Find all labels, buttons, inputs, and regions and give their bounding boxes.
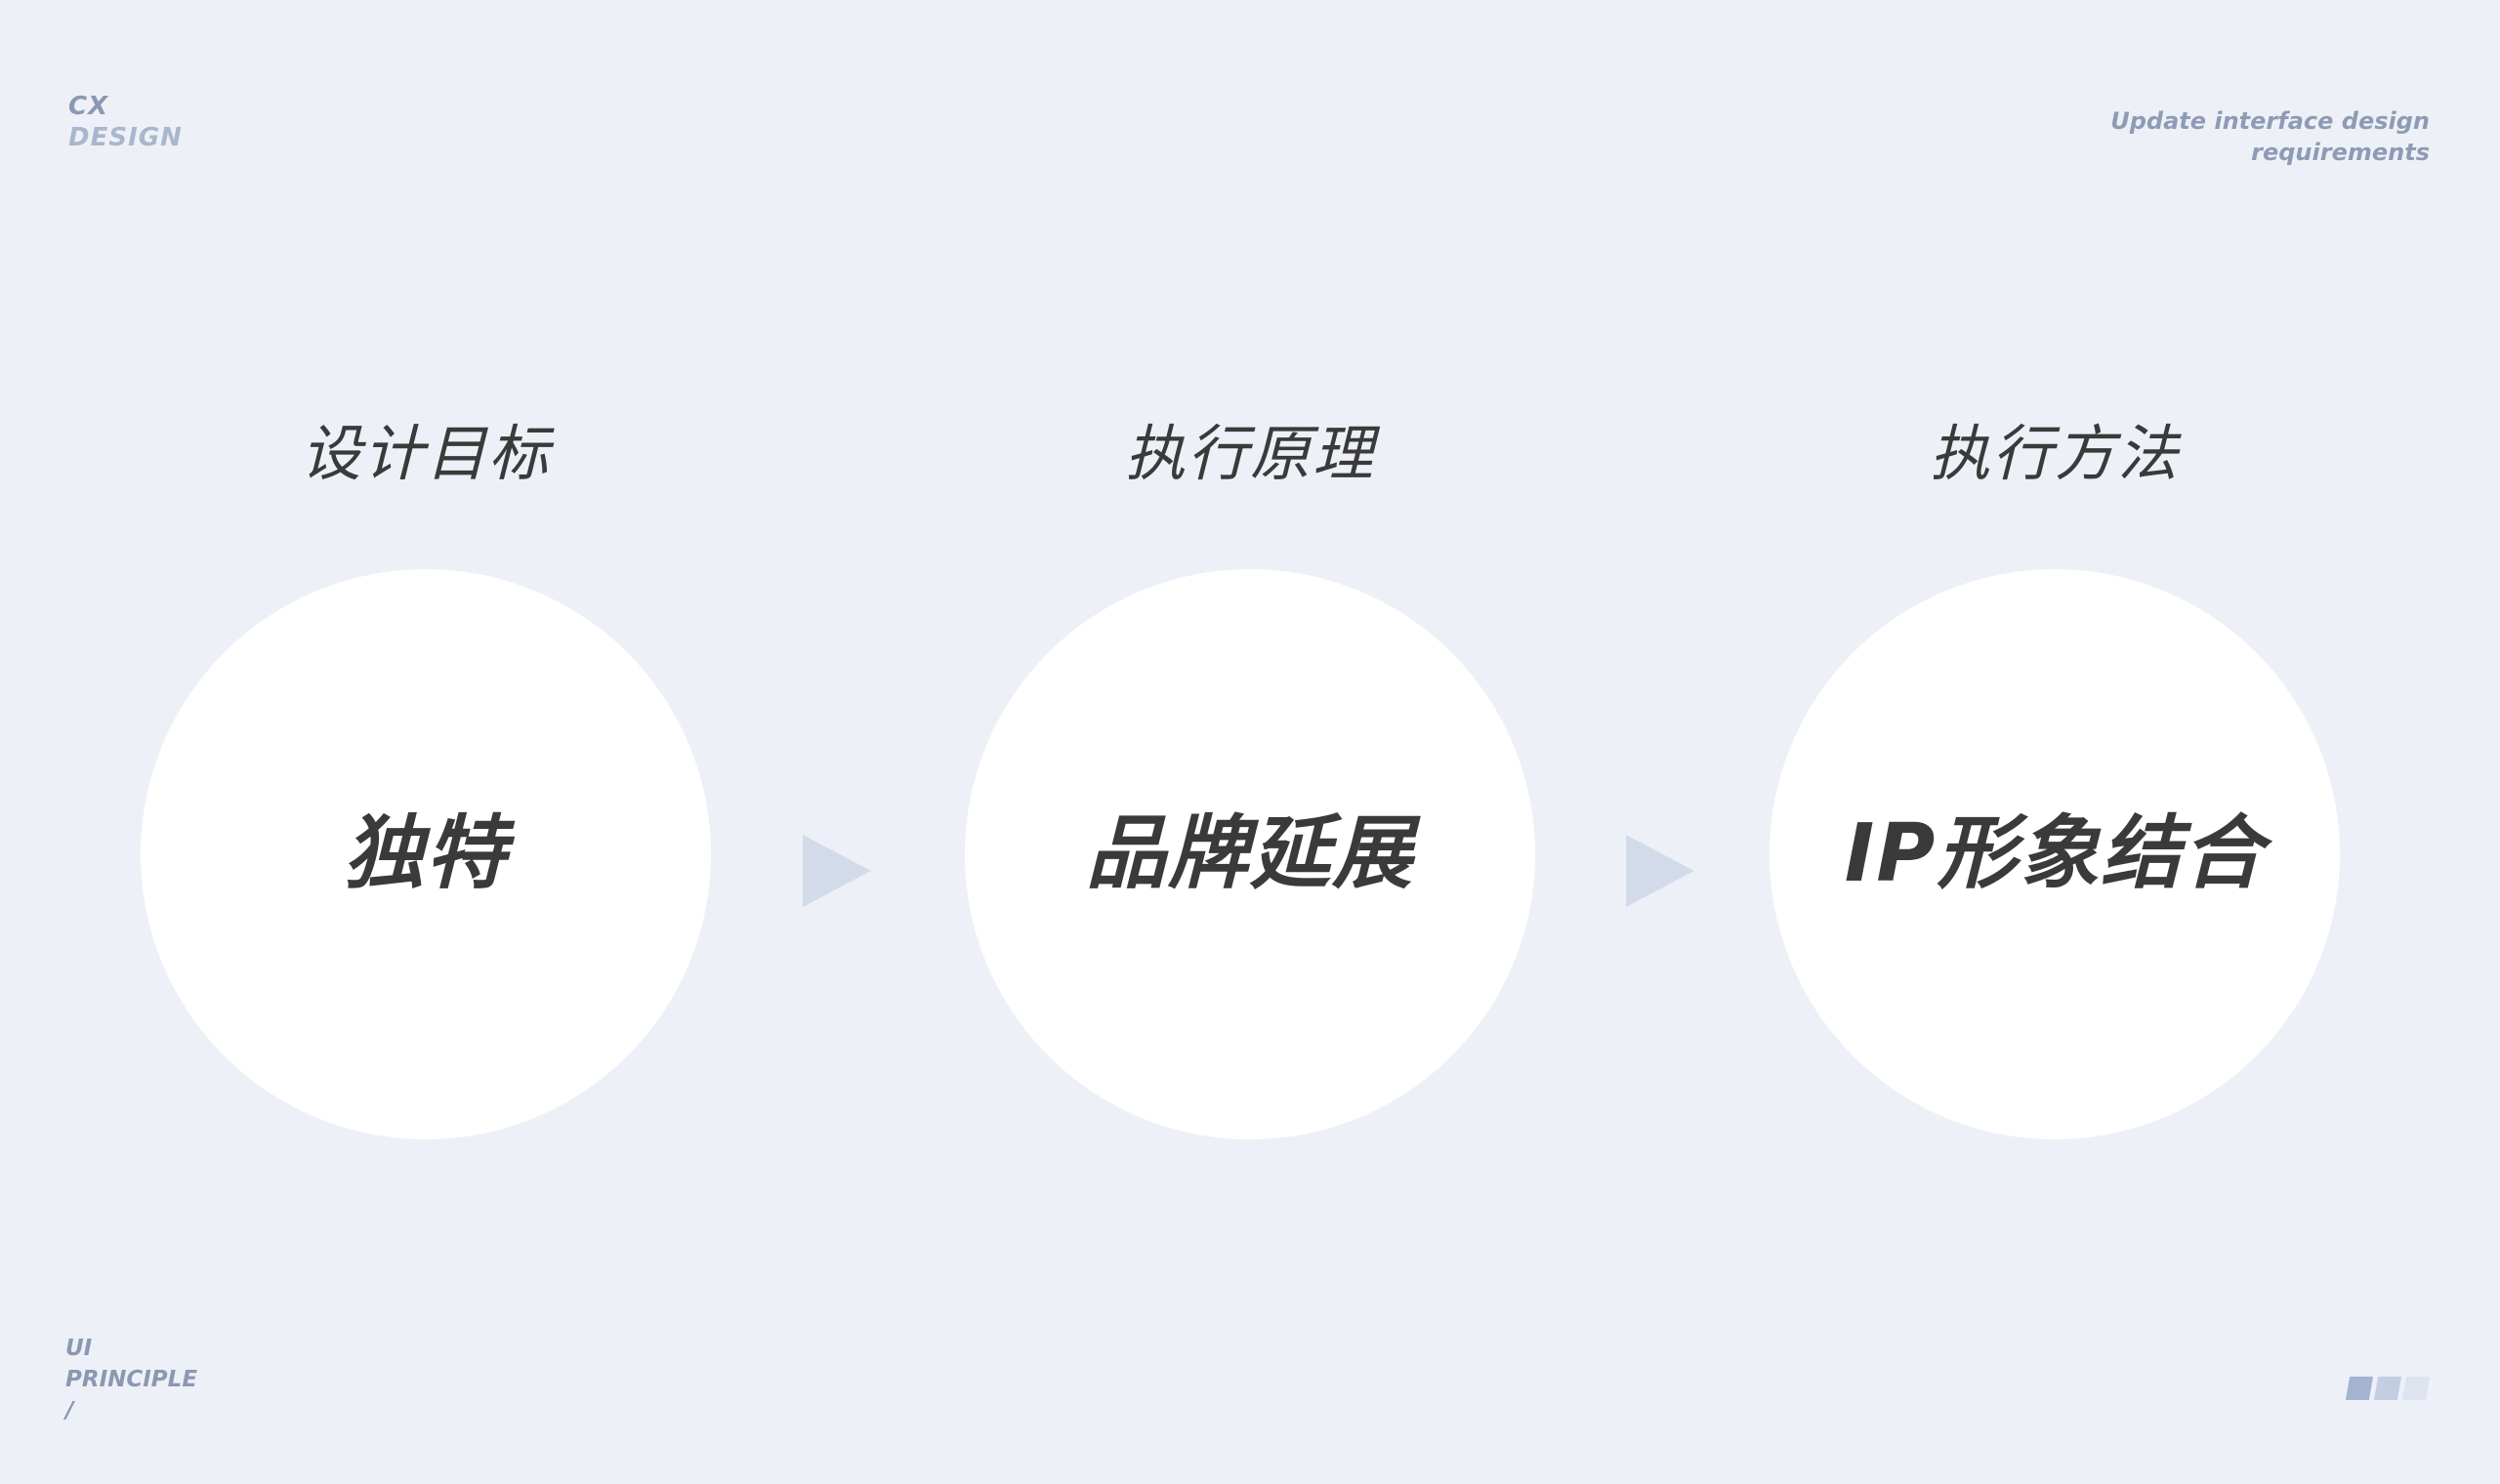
page-indicator-square xyxy=(2373,1377,2402,1400)
step-1-content: 独特 xyxy=(344,807,508,900)
footer-tag-line-1: UI xyxy=(65,1336,93,1361)
step-2-circle: 品牌延展 xyxy=(965,569,1535,1139)
brand-line-2: DESIGN xyxy=(68,123,183,152)
triangle-right-icon xyxy=(1626,835,1694,907)
footer-tag-line-3: / xyxy=(65,1398,74,1423)
header-note-line-2: requirements xyxy=(2251,139,2430,166)
header-note: Update interface design requirements xyxy=(2110,105,2430,168)
page-indicator-square xyxy=(2345,1377,2374,1400)
page-indicator xyxy=(2345,1377,2434,1400)
triangle-right-icon xyxy=(803,835,871,907)
step-1-title: 设计目标 xyxy=(300,418,551,489)
page-indicator-square xyxy=(2401,1377,2431,1400)
step-3-title: 执行方法 xyxy=(1929,418,2180,489)
brand-line-1: CX xyxy=(68,92,109,121)
step-3-content: IP形象结合 xyxy=(1844,807,2266,900)
header-note-line-1: Update interface design xyxy=(2110,107,2430,135)
footer-tag-line-2: PRINCIPLE xyxy=(65,1367,198,1392)
step-2-content: 品牌延展 xyxy=(1086,807,1414,900)
brand-logo: CX DESIGN xyxy=(68,91,183,153)
step-3-circle: IP形象结合 xyxy=(1770,569,2340,1139)
step-2-title: 执行原理 xyxy=(1124,418,1375,489)
footer-tag: UI PRINCIPLE / xyxy=(65,1333,197,1426)
step-1-circle: 独特 xyxy=(141,569,711,1139)
